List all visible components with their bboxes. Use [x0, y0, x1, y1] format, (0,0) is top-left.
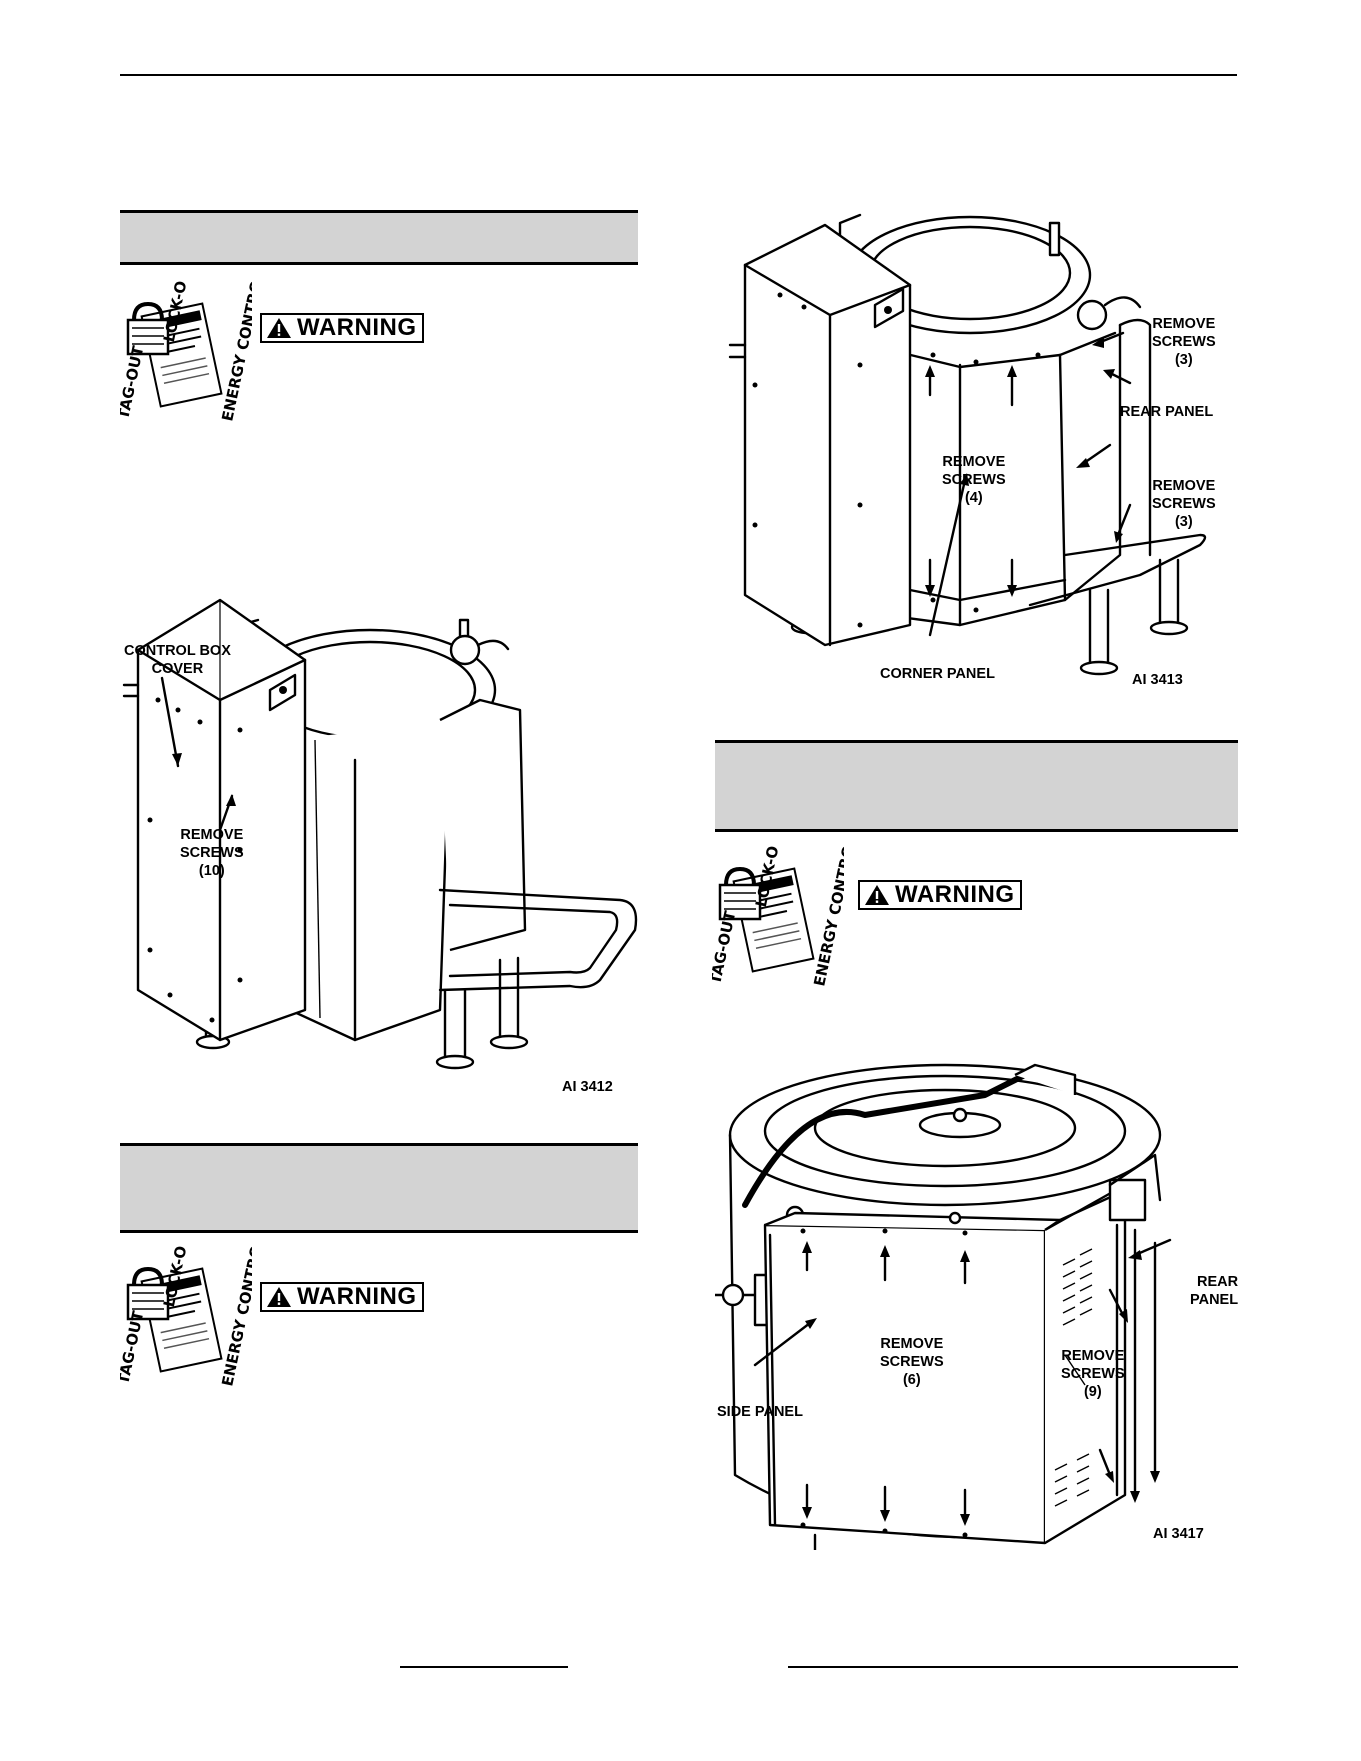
section-header-control-box — [120, 210, 638, 265]
warning-triangle-icon — [865, 885, 889, 905]
warning-badge: WARNING — [260, 313, 424, 343]
figure-id: AI 3412 — [562, 1079, 613, 1095]
footer-rule-right — [788, 1666, 1238, 1668]
figure-side-panel: REMOVE SCREWS (6) REAR PANEL REMOVE SCRE… — [715, 1055, 1240, 1550]
label-side-panel: SIDE PANEL — [717, 1404, 803, 1420]
figure-id: AI 3413 — [1132, 672, 1183, 688]
warning-badge: WARNING — [260, 1282, 424, 1312]
label-remove-screws-top: REMOVE SCREWS (3) — [1152, 316, 1216, 368]
section-header-side-panel — [715, 740, 1238, 832]
svg-text:TAG-OUT: TAG-OUT — [712, 909, 740, 986]
section-header-rear-panel — [120, 1143, 638, 1233]
svg-text:TAG-OUT: TAG-OUT — [120, 1309, 148, 1386]
label-remove-screws-center: REMOVE SCREWS (4) — [942, 454, 1006, 506]
warning-triangle-icon — [267, 318, 291, 338]
lockout-tagout-icon: LOCK-OUT TAG-OUT ENERGY CONTROL — [114, 257, 268, 425]
label-remove-screws-6: REMOVE SCREWS (6) — [880, 1336, 944, 1388]
label-control-box-cover: CONTROL BOX COVER — [124, 643, 231, 677]
label-corner-panel: CORNER PANEL — [880, 666, 995, 682]
warning-triangle-icon — [267, 1287, 291, 1307]
page-top-rule — [120, 74, 1237, 76]
footer-rule-left — [400, 1666, 568, 1668]
label-rear-panel: REAR PANEL — [1190, 1274, 1239, 1308]
warning-badge: WARNING — [858, 880, 1022, 910]
label-remove-screws-10: REMOVE SCREWS (10) — [180, 827, 244, 879]
figure-corner-rear-panel: REMOVE SCREWS (3) REAR PANEL REMOVE SCRE… — [720, 205, 1240, 705]
svg-text:ENERGY CONTROL: ENERGY CONTROL — [218, 1245, 252, 1388]
figure-control-box-cover: CONTROL BOX COVER REMOVE SCREWS (10) AI … — [120, 590, 640, 1100]
figure-id: AI 3417 — [1153, 1526, 1204, 1542]
label-remove-screws-9: REMOVE SCREWS (9) — [1061, 1348, 1125, 1400]
svg-text:TAG-OUT: TAG-OUT — [120, 344, 148, 421]
svg-text:ENERGY CONTROL: ENERGY CONTROL — [810, 845, 844, 988]
lockout-tagout-icon: LOCK-OUT TAG-OUT ENERGY CONTROL — [706, 822, 860, 990]
svg-text:ENERGY CONTROL: ENERGY CONTROL — [218, 280, 252, 423]
lockout-tagout-icon: LOCK-OUT TAG-OUT ENERGY CONTROL — [114, 1222, 268, 1390]
label-rear-panel: REAR PANEL — [1120, 404, 1214, 420]
label-remove-screws-bottom: REMOVE SCREWS (3) — [1152, 478, 1216, 530]
